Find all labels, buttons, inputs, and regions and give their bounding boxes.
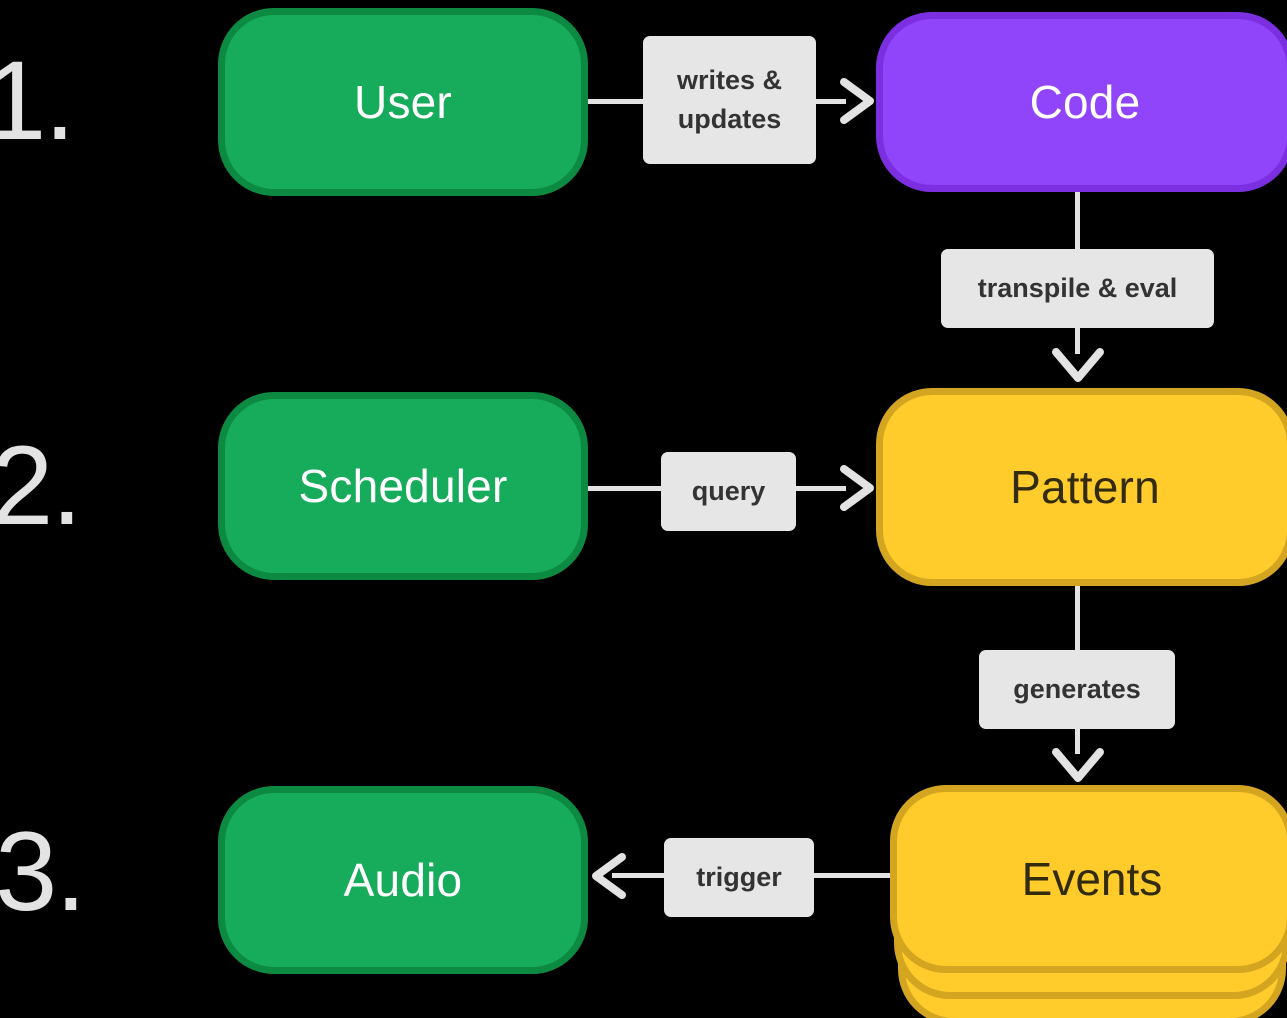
arrow-head-user-to-code xyxy=(840,78,874,124)
node-audio-label: Audio xyxy=(343,854,463,906)
edge-label-writes-updates: writes & updates xyxy=(643,36,816,164)
node-user[interactable]: User xyxy=(218,8,588,196)
step-number-3: 3. xyxy=(0,809,86,934)
node-user-label: User xyxy=(354,76,452,128)
edge-label-trigger: trigger xyxy=(664,838,814,917)
edge-label-line-2: updates xyxy=(677,104,782,134)
arrow-head-scheduler-to-pattern xyxy=(840,465,874,511)
edge-label-line-1: generates xyxy=(1013,673,1141,704)
edge-label-transpile-eval: transpile & eval xyxy=(941,249,1214,328)
edge-label-line-1: trigger xyxy=(696,861,782,892)
edge-label-query: query xyxy=(661,452,796,531)
step-number-2: 2. xyxy=(0,423,82,548)
edge-label-generates: generates xyxy=(979,650,1175,729)
edge-label-line-1: writes & xyxy=(676,64,783,95)
node-scheduler-label: Scheduler xyxy=(298,460,508,512)
node-code-label: Code xyxy=(1029,76,1141,128)
arrow-head-pattern-to-events xyxy=(1052,748,1104,782)
node-pattern[interactable]: Pattern xyxy=(876,388,1287,586)
edge-label-line-1: query xyxy=(691,475,766,506)
node-code[interactable]: Code xyxy=(876,12,1287,192)
node-events-label: Events xyxy=(1021,853,1163,905)
arrow-head-code-to-pattern xyxy=(1052,348,1104,382)
node-scheduler[interactable]: Scheduler xyxy=(218,392,588,580)
node-pattern-label: Pattern xyxy=(1010,461,1160,513)
step-number-1: 1. xyxy=(0,38,75,163)
node-events-layer-front: Events xyxy=(890,785,1287,973)
node-events[interactable]: Events xyxy=(890,785,1287,1018)
node-audio[interactable]: Audio xyxy=(218,786,588,974)
edge-label-line-1: transpile & eval xyxy=(977,272,1178,303)
arrow-head-events-to-audio xyxy=(592,853,626,899)
